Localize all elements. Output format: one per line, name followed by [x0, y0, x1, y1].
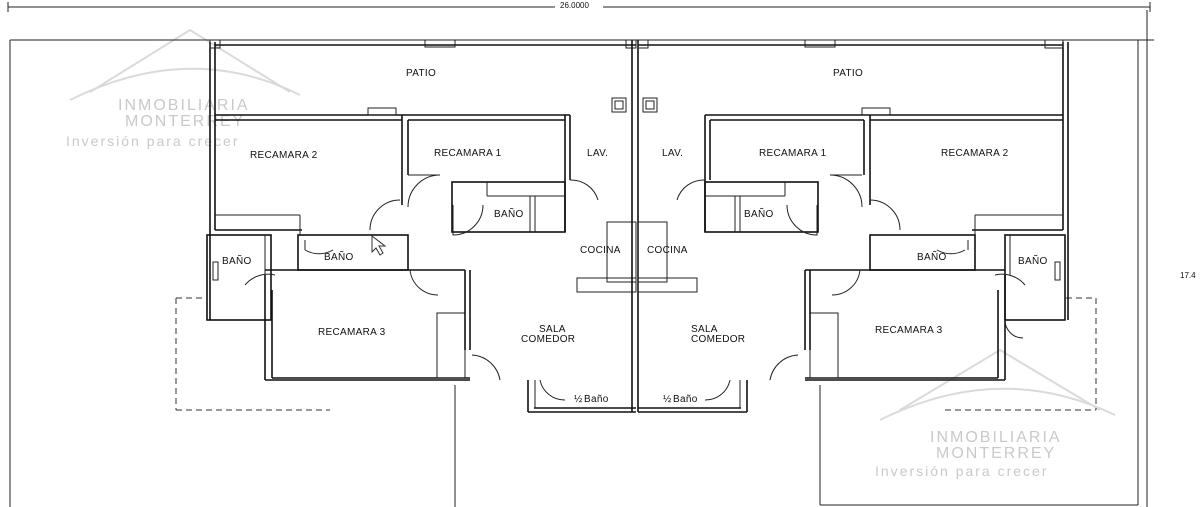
label-bano-r2-right: BAÑO [917, 250, 947, 263]
door-swings [244, 174, 1026, 401]
label-half-bath-right: Baño [673, 394, 698, 405]
height-dimension: 17.4 [1140, 10, 1196, 507]
watermark-line2-b: MONTERREY [936, 445, 1056, 462]
watermark-line2: MONTERREY [125, 113, 245, 130]
lot-boundary [9, 39, 1147, 507]
watermark-line1: INMOBILIARIA [118, 97, 250, 114]
label-cocina-left: COCINA [580, 245, 621, 256]
width-label: 26.0000 [560, 1, 589, 10]
label-recamara1-left: RECAMARA 1 [434, 148, 502, 159]
label-sala-right: SALA [691, 324, 718, 335]
label-comedor-left: COMEDOR [521, 334, 575, 345]
width-dimension: 26.0000 [7, 0, 1151, 12]
label-bano-r1-left: BAÑO [494, 207, 524, 220]
label-patio-right: PATIO [833, 68, 863, 79]
right-unit-walls [637, 39, 1069, 413]
label-bano-r1-right: BAÑO [744, 207, 774, 220]
label-cocina-right: COCINA [647, 245, 688, 256]
label-recamara3-left: RECAMARA 3 [318, 327, 386, 338]
watermark-line3-b: Inversión para crecer [875, 463, 1049, 479]
right-unit-labels: PATIO RECAMARA 2 RECAMARA 1 LAV. BAÑO BA… [647, 68, 1048, 405]
label-recamara2-right: RECAMARA 2 [941, 148, 1009, 159]
label-half-fraction-right: ½ [663, 394, 672, 405]
pointer-cursor-icon [371, 234, 387, 256]
label-recamara1-right: RECAMARA 1 [759, 148, 827, 159]
watermark-line1-b: INMOBILIARIA [930, 429, 1062, 446]
label-bano-side-left: BAÑO [222, 254, 252, 267]
height-label: 17.4 [1180, 271, 1196, 280]
label-lav-right: LAV. [662, 148, 683, 159]
label-comedor-right: COMEDOR [691, 334, 745, 345]
left-unit-walls [206, 39, 637, 413]
label-bano-side-right: BAÑO [1018, 254, 1048, 267]
label-half-fraction-left: ½ [574, 394, 583, 405]
label-recamara3-right: RECAMARA 3 [875, 325, 943, 336]
label-half-bath-left: Baño [584, 394, 609, 405]
center-party-wall [631, 40, 639, 412]
label-lav-left: LAV. [587, 148, 608, 159]
watermark-logo-bottom: INMOBILIARIA MONTERREY Inversión para cr… [875, 348, 1116, 479]
label-recamara2-left: RECAMARA 2 [250, 150, 318, 161]
label-bano-r2-left: BAÑO [324, 250, 354, 263]
label-sala-left: SALA [539, 324, 566, 335]
watermark-line3: Inversión para crecer [66, 133, 240, 149]
label-patio-left: PATIO [406, 68, 436, 79]
left-unit-labels: PATIO RECAMARA 2 RECAMARA 1 LAV. BAÑO BA… [222, 68, 621, 405]
watermark-logo-top: INMOBILIARIA MONTERREY Inversión para cr… [66, 28, 301, 149]
